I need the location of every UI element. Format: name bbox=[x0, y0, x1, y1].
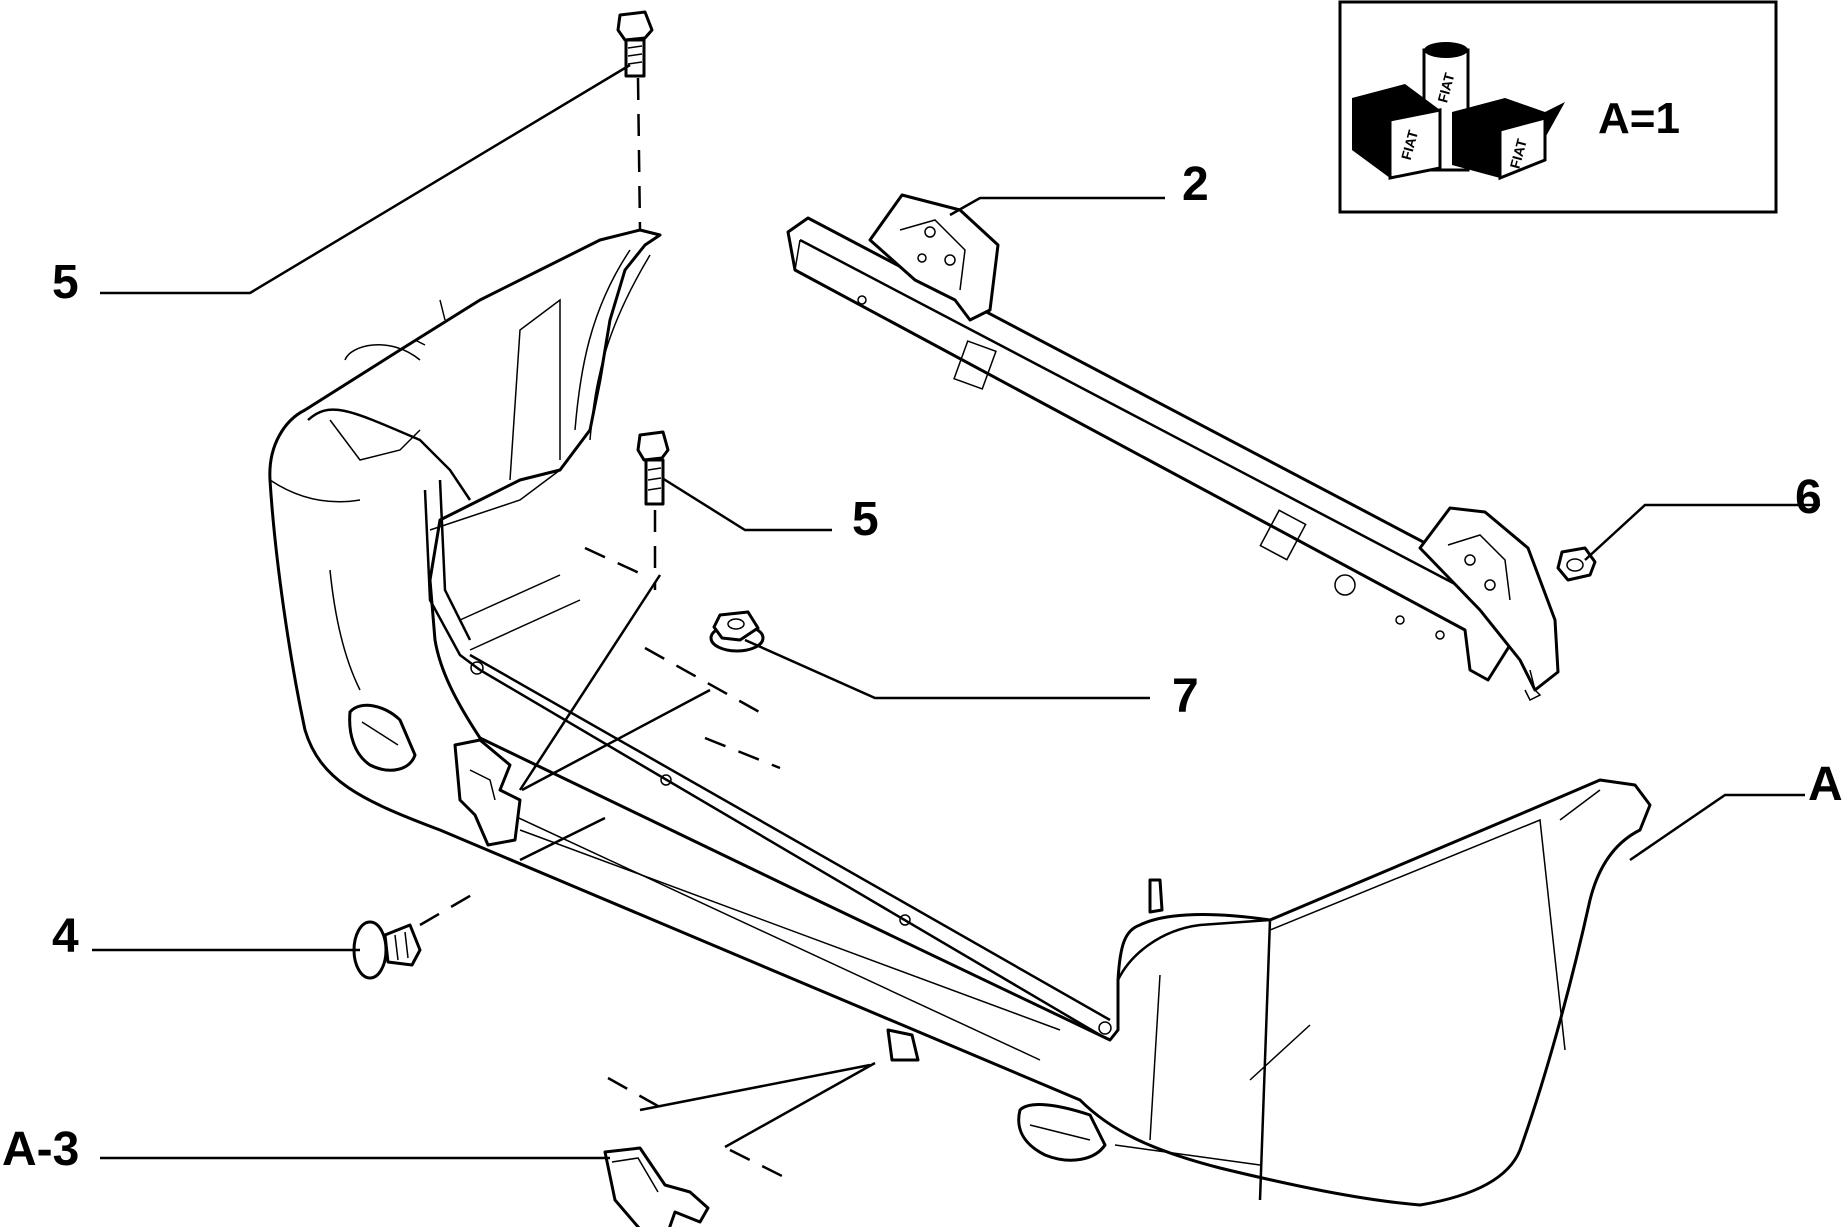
callout-clip: 4 bbox=[52, 910, 79, 963]
logo-text-2: FIAT bbox=[1398, 128, 1421, 162]
callout-reinforcement: 2 bbox=[1182, 158, 1209, 211]
assembly-guides bbox=[518, 546, 876, 1182]
tow-eye-cover bbox=[603, 1146, 710, 1227]
push-clip bbox=[352, 888, 481, 980]
flange-nut bbox=[709, 610, 765, 653]
rear-bumper bbox=[268, 228, 1652, 1207]
callout-flange-nut: 7 bbox=[1172, 670, 1199, 723]
callout-bolt-mid: 5 bbox=[852, 493, 879, 546]
callout-small-nut: 6 bbox=[1795, 471, 1822, 524]
inset-quantity-text: A=1 bbox=[1598, 94, 1680, 143]
reinforcement-beam bbox=[786, 193, 1560, 702]
callout-bolt-top: 5 bbox=[52, 256, 79, 309]
callout-bumper: A bbox=[1808, 758, 1842, 811]
fiat-logo-icon: FIAT FIAT FIAT bbox=[1352, 42, 1565, 181]
logo-text-3: FIAT bbox=[1507, 137, 1530, 171]
small-nut bbox=[1556, 546, 1597, 582]
inset-legend-box: FIAT FIAT FIAT A=1 bbox=[1338, 0, 1778, 214]
bolt-top bbox=[616, 10, 654, 231]
logo-text-1: FIAT bbox=[1434, 71, 1457, 105]
bolt-mid bbox=[636, 430, 670, 590]
callout-leaders bbox=[92, 63, 1820, 1160]
callout-tow-cover: A-3 bbox=[2, 1123, 79, 1176]
